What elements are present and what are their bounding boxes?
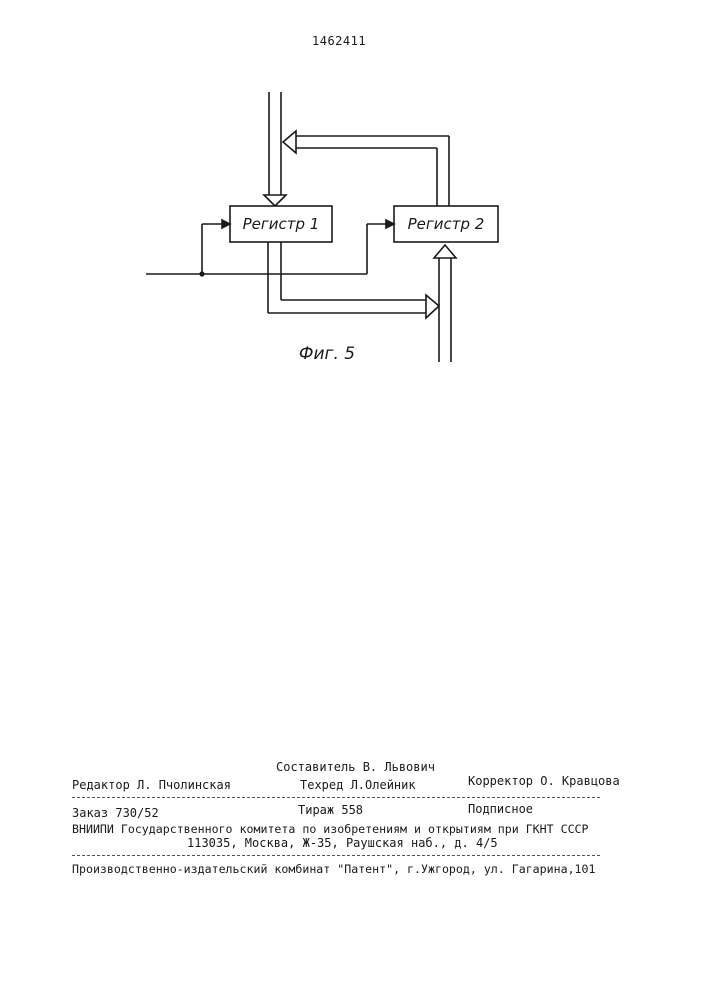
institute-line: ВНИИПИ Государственного комитета по изоб… xyxy=(72,822,589,836)
top-input-bus xyxy=(264,92,286,206)
divider-bottom xyxy=(72,855,600,856)
register-1-output-bus xyxy=(268,242,439,318)
corrector-line: Корректор О. Кравцова xyxy=(468,774,620,788)
divider-top xyxy=(72,797,600,798)
compiler-line: Составитель В. Львович xyxy=(276,760,435,774)
figure-caption: Фиг. 5 xyxy=(299,344,355,364)
publisher-line: Производственно-издательский комбинат "П… xyxy=(72,862,596,876)
circulation-line: Тираж 558 xyxy=(298,803,363,817)
bottom-input-bus xyxy=(434,245,456,362)
address-line: 113035, Москва, Ж-35, Раушская наб., д. … xyxy=(187,836,498,850)
order-line: Заказ 730/52 xyxy=(72,806,159,820)
editor-line: Редактор Л. Пчолинская xyxy=(72,778,231,792)
feedback-bus xyxy=(283,131,449,206)
register-2-label: Регистр 2 xyxy=(408,215,485,233)
block-diagram: Регистр 1 Регистр 2 Фиг. 5 xyxy=(0,0,707,420)
techred-line: Техред Л.Олейник xyxy=(300,778,416,792)
register-1-label: Регистр 1 xyxy=(243,215,320,233)
subscription-line: Подписное xyxy=(468,802,533,816)
